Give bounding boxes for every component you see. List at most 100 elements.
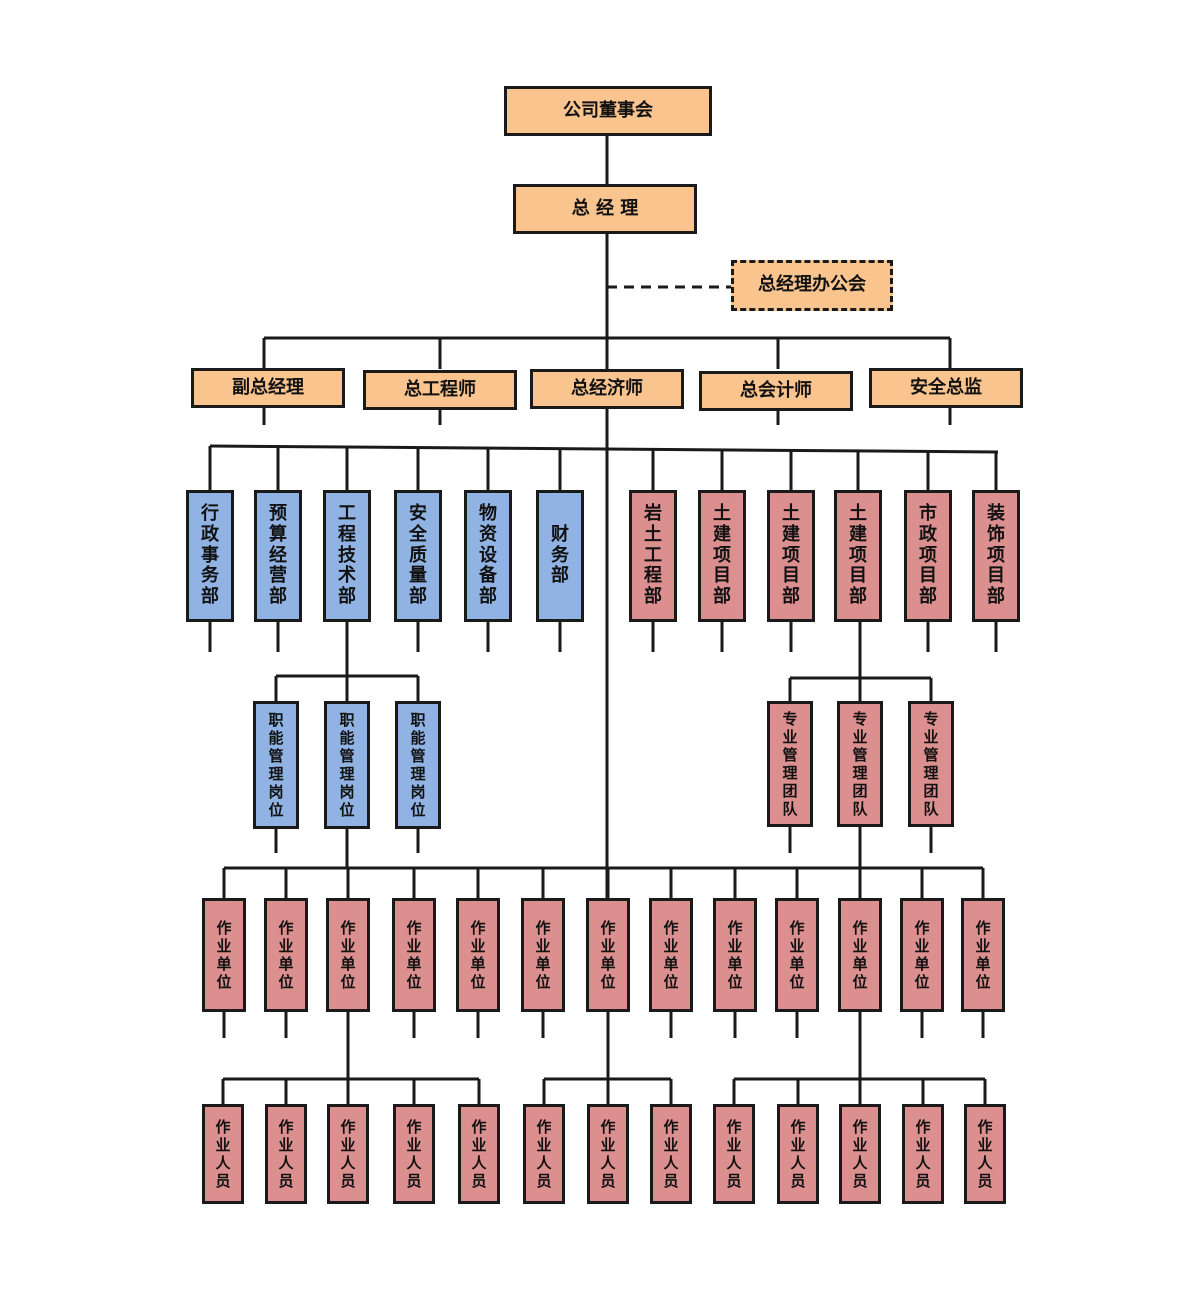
worker-box: 作业人员: [839, 1104, 881, 1204]
management-post-box-label: 职能管理岗位: [339, 711, 355, 819]
worker-box-label: 作业人员: [406, 1118, 422, 1190]
management-team-box: 专业管理团队: [767, 701, 813, 827]
worker-box-label: 作业人员: [852, 1118, 868, 1190]
work-unit-box: 作业单位: [264, 898, 308, 1012]
worker-box-label: 作业人员: [726, 1118, 742, 1190]
department-box-label: 土建项目部: [849, 503, 867, 608]
work-unit-box-label: 作业单位: [727, 919, 743, 991]
work-unit-box: 作业单位: [456, 898, 500, 1012]
gm-office-label: 总经理办公会: [758, 274, 866, 296]
department-box: 财务部: [536, 490, 584, 622]
worker-box: 作业人员: [202, 1104, 244, 1204]
work-unit-box-label: 作业单位: [663, 919, 679, 991]
work-unit-box: 作业单位: [961, 898, 1005, 1012]
worker-box: 作业人员: [964, 1104, 1006, 1204]
vp-label: 总会计师: [740, 379, 812, 401]
department-box-label: 物资设备部: [479, 503, 497, 608]
department-box-label: 市政项目部: [919, 503, 937, 608]
department-box-label: 土建项目部: [782, 503, 800, 608]
worker-box-label: 作业人员: [278, 1118, 294, 1190]
management-team-box: 专业管理团队: [837, 701, 883, 827]
management-team-box-label: 专业管理团队: [782, 710, 798, 818]
worker-box-label: 作业人员: [915, 1118, 931, 1190]
worker-box-label: 作业人员: [663, 1118, 679, 1190]
department-box: 土建项目部: [834, 490, 882, 622]
worker-box: 作业人员: [777, 1104, 819, 1204]
management-post-box: 职能管理岗位: [324, 701, 370, 829]
management-post-box-label: 职能管理岗位: [410, 711, 426, 819]
connector-dept-bar: [209, 444, 999, 454]
work-unit-box-label: 作业单位: [278, 919, 294, 991]
worker-box-label: 作业人员: [536, 1118, 552, 1190]
work-unit-box-label: 作业单位: [975, 919, 991, 991]
board-label: 公司董事会: [563, 99, 653, 121]
work-unit-box-label: 作业单位: [600, 919, 616, 991]
worker-box: 作业人员: [265, 1104, 307, 1204]
worker-box: 作业人员: [327, 1104, 369, 1204]
department-box-label: 装饰项目部: [987, 503, 1005, 608]
vp-box-2: 总经济师: [530, 369, 684, 409]
work-unit-box: 作业单位: [713, 898, 757, 1012]
department-box-label: 预算经营部: [269, 503, 287, 608]
department-box-label: 工程技术部: [338, 503, 356, 608]
management-post-box: 职能管理岗位: [253, 701, 299, 829]
vp-box-4: 安全总监: [869, 368, 1023, 408]
vp-box-1: 总工程师: [363, 370, 517, 410]
management-post-box: 职能管理岗位: [395, 701, 441, 829]
general-manager-label: 总 经 理: [571, 197, 639, 219]
worker-box-label: 作业人员: [600, 1118, 616, 1190]
worker-box-label: 作业人员: [790, 1118, 806, 1190]
worker-box: 作业人员: [650, 1104, 692, 1204]
vp-box-0: 副总经理: [191, 368, 345, 408]
department-box: 土建项目部: [767, 490, 815, 622]
department-box: 预算经营部: [254, 490, 302, 622]
work-unit-box-label: 作业单位: [789, 919, 805, 991]
work-unit-box-label: 作业单位: [470, 919, 486, 991]
department-box: 土建项目部: [698, 490, 746, 622]
worker-box-label: 作业人员: [471, 1118, 487, 1190]
department-box-label: 财务部: [551, 523, 569, 587]
department-box: 岩土工程部: [629, 490, 677, 622]
management-team-box-label: 专业管理团队: [923, 710, 939, 818]
general-manager-box: 总 经 理: [513, 184, 697, 234]
department-box: 市政项目部: [904, 490, 952, 622]
vp-label: 总经济师: [571, 377, 643, 399]
department-box: 工程技术部: [323, 490, 371, 622]
work-unit-box: 作业单位: [392, 898, 436, 1012]
work-unit-box: 作业单位: [586, 898, 630, 1012]
department-box-label: 安全质量部: [409, 503, 427, 608]
work-unit-box: 作业单位: [649, 898, 693, 1012]
gm-office-box: 总经理办公会: [731, 260, 893, 311]
vp-label: 总工程师: [404, 378, 476, 400]
management-post-box-label: 职能管理岗位: [268, 711, 284, 819]
work-unit-box: 作业单位: [838, 898, 882, 1012]
worker-box: 作业人员: [393, 1104, 435, 1204]
management-team-box-label: 专业管理团队: [852, 710, 868, 818]
department-box-label: 土建项目部: [713, 503, 731, 608]
department-box: 物资设备部: [464, 490, 512, 622]
department-box: 装饰项目部: [972, 490, 1020, 622]
worker-box: 作业人员: [902, 1104, 944, 1204]
worker-box: 作业人员: [458, 1104, 500, 1204]
management-team-box: 专业管理团队: [908, 701, 954, 827]
vp-box-3: 总会计师: [699, 371, 853, 411]
work-unit-box-label: 作业单位: [406, 919, 422, 991]
worker-box: 作业人员: [523, 1104, 565, 1204]
department-box: 行政事务部: [186, 490, 234, 622]
worker-box-label: 作业人员: [977, 1118, 993, 1190]
work-unit-box-label: 作业单位: [914, 919, 930, 991]
work-unit-box-label: 作业单位: [216, 919, 232, 991]
department-box-label: 行政事务部: [201, 503, 219, 608]
vp-label: 安全总监: [910, 376, 982, 398]
work-unit-box: 作业单位: [775, 898, 819, 1012]
work-unit-box: 作业单位: [900, 898, 944, 1012]
worker-box: 作业人员: [713, 1104, 755, 1204]
worker-box-label: 作业人员: [215, 1118, 231, 1190]
worker-box-label: 作业人员: [340, 1118, 356, 1190]
work-unit-box: 作业单位: [202, 898, 246, 1012]
department-box: 安全质量部: [394, 490, 442, 622]
work-unit-box-label: 作业单位: [535, 919, 551, 991]
department-box-label: 岩土工程部: [644, 503, 662, 608]
